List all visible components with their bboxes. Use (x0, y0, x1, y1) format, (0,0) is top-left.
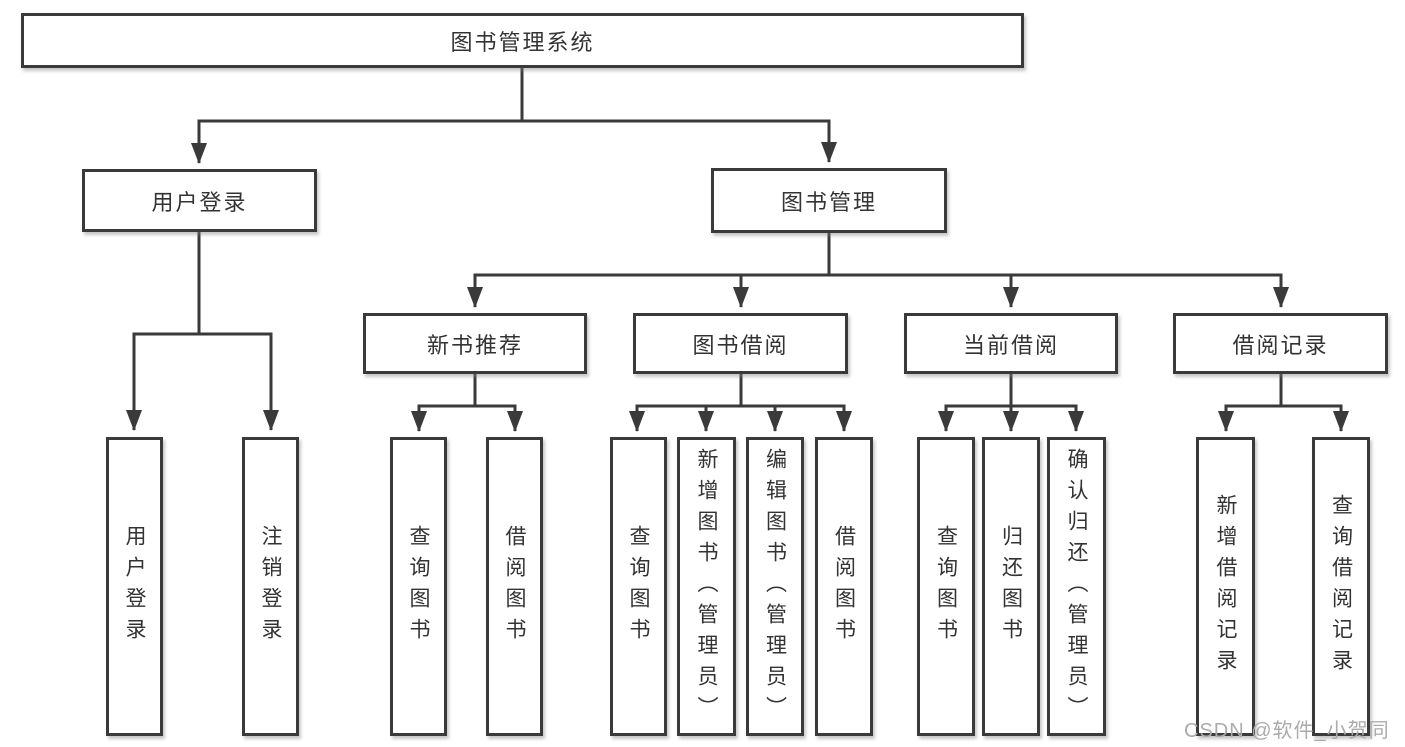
leaf-edit-books-admin: 编辑图书（管理员） (746, 437, 804, 736)
node-new-book-recommend: 新书推荐 (363, 313, 587, 374)
leaf-query-books: 查询图书 (917, 437, 975, 736)
leaf-return-books: 归还图书 (982, 437, 1040, 736)
leaf-user-login: 用户登录 (106, 437, 163, 736)
leaf-query-books: 查询图书 (390, 437, 447, 736)
leaf-logout: 注销登录 (242, 437, 299, 736)
leaf-add-borrow-record: 新增借阅记录 (1196, 437, 1255, 736)
node-library-system: 图书管理系统 (21, 13, 1024, 68)
node-user-login: 用户登录 (82, 169, 317, 232)
leaf-confirm-return-admin: 确认归还（管理员） (1047, 437, 1106, 736)
leaf-borrow-books: 借阅图书 (815, 437, 873, 736)
node-book-management: 图书管理 (711, 168, 947, 233)
leaf-query-books: 查询图书 (610, 437, 667, 736)
leaf-query-borrow-record: 查询借阅记录 (1312, 437, 1370, 736)
node-book-borrowing: 图书借阅 (633, 313, 848, 374)
node-borrowing-records: 借阅记录 (1173, 313, 1388, 374)
leaf-add-books-admin: 新增图书（管理员） (677, 437, 736, 736)
node-current-borrowing: 当前借阅 (904, 313, 1118, 374)
watermark: CSDN @软件_小贺同学 (1184, 720, 1390, 742)
leaf-borrow-books: 借阅图书 (486, 437, 543, 736)
